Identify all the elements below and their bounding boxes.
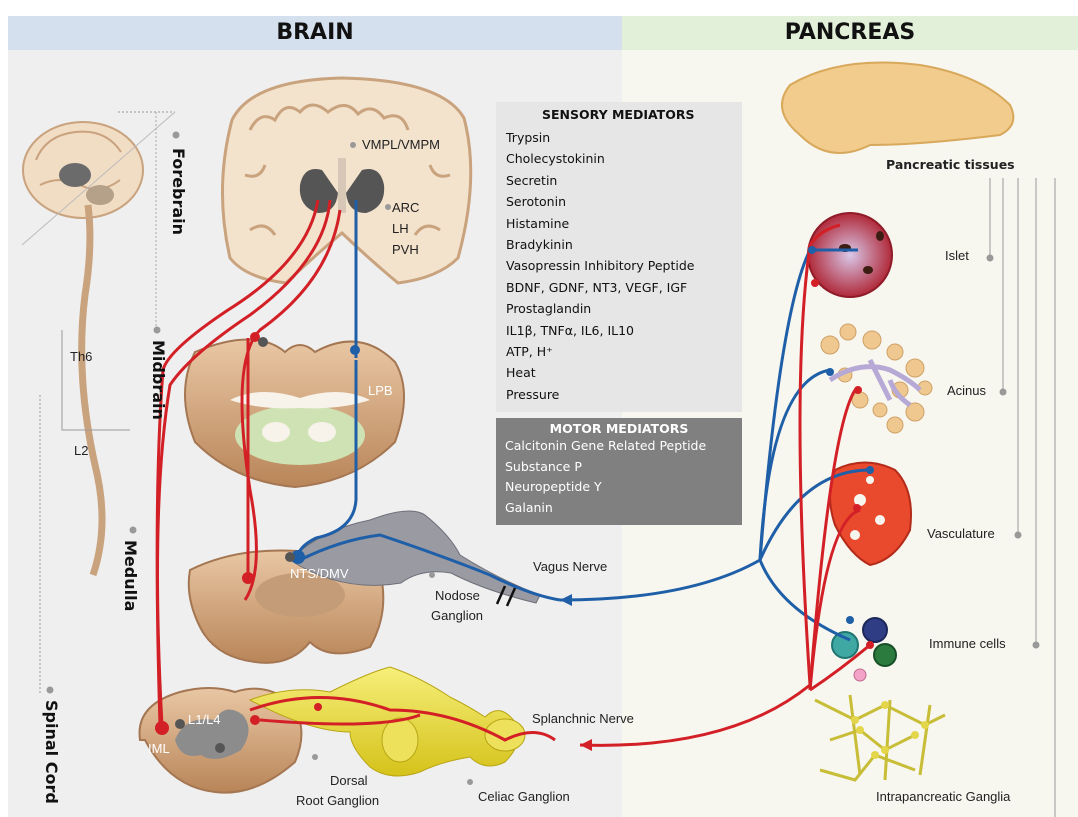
- motor-item: Galanin: [505, 498, 742, 519]
- medulla-label: Medulla: [121, 540, 140, 611]
- motor-item: Calcitonin Gene Related Peptide: [505, 436, 742, 457]
- sensory-list: Trypsin Cholecystokinin Secretin Seroton…: [506, 127, 694, 405]
- tissue-ganglia-label: Intrapancreatic Ganglia: [876, 789, 1010, 804]
- motor-list: Calcitonin Gene Related Peptide Substanc…: [496, 436, 742, 518]
- islet-graphic: [808, 213, 892, 297]
- motor-item: Substance P: [505, 457, 742, 478]
- nts-label: NTS/DMV: [290, 566, 349, 581]
- sensory-item: Bradykinin: [506, 234, 694, 255]
- sensory-item: BDNF, GDNF, NT3, VEGF, IGF: [506, 277, 694, 298]
- spinal-cord-label: Spinal Cord: [42, 700, 61, 804]
- l1l4-label: L1/L4: [188, 712, 221, 727]
- celiac-ganglion-label: Celiac Ganglion: [478, 789, 570, 804]
- sensory-item: ATP, H⁺: [506, 341, 694, 362]
- th6-label: Th6: [70, 349, 92, 364]
- splanchnic-nerve-label: Splanchnic Nerve: [532, 711, 634, 726]
- lh-label: LH: [392, 221, 409, 236]
- forebrain-label: Forebrain: [169, 148, 188, 235]
- l2-label: L2: [74, 443, 88, 458]
- tissue-acinus-label: Acinus: [947, 383, 986, 398]
- motor-item: Neuropeptide Y: [505, 477, 742, 498]
- lpb-label: LPB: [368, 383, 393, 398]
- pancreas-header: PANCREAS: [622, 16, 1078, 50]
- sensory-item: Heat: [506, 362, 694, 383]
- pancreatic-tissues-title: Pancreatic tissues: [886, 157, 1015, 172]
- sensory-item: Cholecystokinin: [506, 148, 694, 169]
- sensory-item: Prostaglandin: [506, 298, 694, 319]
- dorsal-label-1: Dorsal: [330, 773, 368, 788]
- tissue-vasculature-label: Vasculature: [927, 526, 995, 541]
- brain-header: BRAIN: [8, 16, 622, 50]
- tissue-immune-label: Immune cells: [929, 636, 1006, 651]
- midbrain-label: Midbrain: [149, 340, 168, 420]
- sensory-item: Vasopressin Inhibitory Peptide: [506, 255, 694, 276]
- motor-title: MOTOR MEDIATORS: [496, 418, 742, 436]
- sensory-item: Serotonin: [506, 191, 694, 212]
- nodose-label-2: Ganglion: [431, 608, 483, 623]
- sensory-item: Secretin: [506, 170, 694, 191]
- nodose-label-1: Nodose: [435, 588, 480, 603]
- vagus-nerve-label: Vagus Nerve: [533, 559, 607, 574]
- iml-label: IML: [148, 741, 170, 756]
- sensory-item: IL1β, TNFα, IL6, IL10: [506, 320, 694, 341]
- vmpl-label: VMPL/VMPM: [362, 137, 440, 152]
- dorsal-label-2: Root Ganglion: [296, 793, 379, 808]
- sensory-item: Trypsin: [506, 127, 694, 148]
- motor-mediators-box: MOTOR MEDIATORS Calcitonin Gene Related …: [496, 418, 742, 525]
- sensory-title: SENSORY MEDIATORS: [542, 107, 694, 122]
- tissue-islet-label: Islet: [945, 248, 969, 263]
- arc-label: ARC: [392, 200, 419, 215]
- sensory-item: Histamine: [506, 213, 694, 234]
- pvh-label: PVH: [392, 242, 419, 257]
- sensory-item: Pressure: [506, 384, 694, 405]
